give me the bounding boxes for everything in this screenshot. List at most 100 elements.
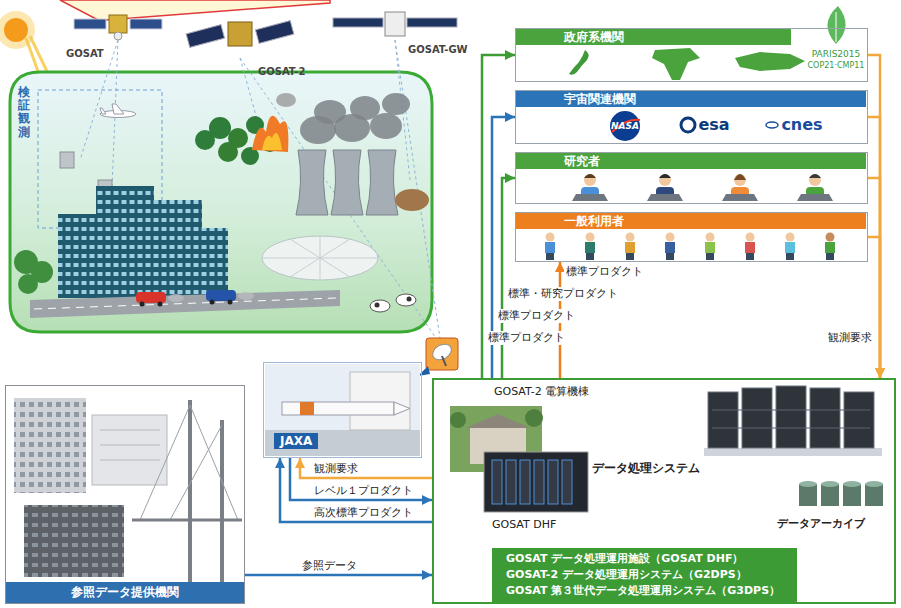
cattle: [370, 294, 416, 312]
road-cars: [210, 300, 215, 305]
paris-logo-leaf: [827, 6, 845, 44]
road-cars: [34, 298, 336, 309]
space-agency-logos: [612, 120, 640, 132]
flow-label: レベル１プロダクト: [312, 484, 415, 498]
reference-buildings: [188, 400, 192, 582]
power-plant: [296, 150, 328, 215]
computer-building-photo: [525, 409, 543, 427]
jaxa-photo: [282, 402, 394, 415]
gosat2-satellite: [186, 25, 224, 48]
government-maps: [735, 52, 805, 71]
supercomputer: [844, 392, 874, 448]
data-archive-drums: [799, 481, 817, 487]
reference-buildings: [220, 420, 224, 582]
researcher-figures: [572, 174, 833, 201]
server-room-photo: [492, 460, 502, 504]
general-user-figures: [746, 233, 755, 242]
reference-buildings: [170, 425, 222, 520]
general-user-figures: [746, 253, 754, 260]
logo-text: NASA: [611, 121, 639, 132]
supercomputer: [810, 388, 840, 448]
vertical-note: 検証観測: [18, 86, 30, 139]
power-plant: [382, 93, 410, 115]
reference-buildings: [100, 460, 160, 461]
general-user-figures: [545, 242, 555, 253]
reference-buildings: [14, 398, 86, 493]
road-cars: [30, 290, 340, 318]
general-user-figures: [545, 233, 835, 261]
ground-station-dish: [418, 338, 458, 376]
cattle: [407, 297, 412, 302]
researcher-figures: [659, 174, 671, 178]
flow-arrow: [300, 458, 432, 478]
data-archive-drums: [799, 481, 883, 506]
general-user-figures: [626, 233, 635, 242]
reference-buildings: [92, 415, 167, 485]
power-plant: [366, 150, 398, 215]
government-maps: [569, 48, 805, 80]
validation-area: [60, 152, 74, 168]
general-user-figures: [625, 242, 635, 253]
space-agency-logos: [766, 122, 778, 128]
road-cars: [228, 300, 233, 305]
flow-label: 標準プロダクト: [564, 265, 645, 279]
flow-arrow: [868, 55, 880, 378]
box-title: JAXA: [274, 433, 318, 449]
researcher-figures: [734, 174, 746, 180]
forest-fire: [252, 116, 288, 152]
cattle: [375, 303, 380, 308]
jaxa-photo: [265, 364, 420, 456]
flow-arrow: [482, 55, 515, 378]
road-cars: [158, 302, 163, 307]
forest-fire: [262, 133, 282, 150]
user-group-band: 一般利用者: [515, 212, 868, 262]
researcher-figures: [809, 174, 821, 186]
city-buildings: [18, 274, 38, 294]
system-name: GOSAT 第３世代データ処理運用システム（G3DPS）: [506, 583, 780, 599]
band-header: 研究者: [516, 153, 866, 169]
supercomputer: [742, 388, 772, 448]
gosat2-satellite: [255, 21, 293, 44]
data-archive-drums: [865, 484, 883, 506]
jaxa-photo: [350, 372, 410, 430]
sun: [0, 11, 35, 49]
supercomputer: [708, 392, 738, 448]
flow-label: 標準プロダクト: [486, 331, 567, 345]
validation-area: [100, 104, 136, 118]
general-user-figures: [665, 242, 675, 253]
data-archive-drums: [821, 481, 839, 487]
satellite-name: GOSAT-2: [258, 66, 305, 78]
city-buildings: [196, 228, 228, 298]
power-plant: [331, 150, 363, 215]
user-group-band: 研究者: [515, 152, 868, 204]
power-plant: [395, 189, 429, 211]
band-header: 政府系機関: [516, 29, 791, 45]
flow-label: 参照データ: [300, 559, 359, 573]
jaxa-photo: [265, 364, 420, 456]
server-room-photo: [506, 460, 516, 504]
general-user-figures: [786, 253, 794, 260]
flow-arrow: [280, 458, 432, 522]
researcher-figures: [722, 194, 758, 201]
researcher-figures: [797, 194, 833, 201]
general-user-figures: [785, 242, 795, 253]
reference-buildings: [24, 505, 124, 577]
server-room-photo: [484, 452, 588, 512]
researcher-figures: [647, 194, 683, 201]
green-ground-region: [10, 72, 432, 332]
flow-arrow: [868, 237, 880, 378]
city-buildings: [150, 200, 202, 298]
general-user-figures: [546, 233, 555, 242]
supercomputer: [776, 386, 806, 448]
road-cars: [140, 302, 145, 307]
general-user-figures: [826, 253, 834, 260]
forest-fire: [195, 93, 296, 165]
road-cars: [136, 292, 166, 303]
reference-buildings: [132, 519, 242, 522]
general-user-figures: [585, 242, 595, 253]
reference-buildings: [100, 445, 160, 446]
space-agency-logos: [610, 111, 640, 141]
reference-buildings: [140, 405, 190, 520]
cattle: [370, 300, 390, 312]
